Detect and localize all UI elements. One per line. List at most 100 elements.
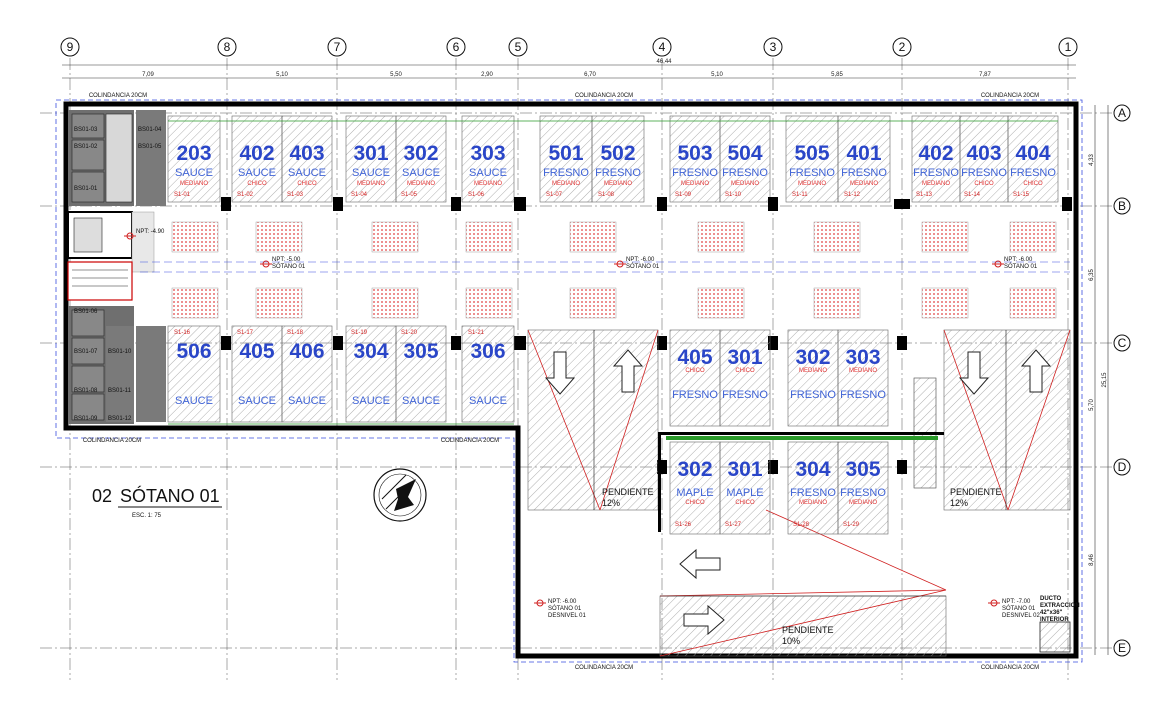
space-size: MEDIANO <box>922 181 950 187</box>
space-number: 401 <box>846 142 881 165</box>
space-name: FRESNO <box>672 389 718 401</box>
space-number: 302 <box>795 346 830 369</box>
dim-h-4: 2,90 <box>481 72 493 78</box>
boundary-label-3: COLINDANCIA 20CM <box>981 93 1039 99</box>
space-size: MEDIANO <box>799 500 827 506</box>
axis-6: 6 <box>446 37 466 680</box>
dim-h-2: 5,10 <box>276 72 288 78</box>
dim-h-6: 5,10 <box>711 72 723 78</box>
extraction-duct: DUCTO EXTRACCION 42"x36" INTERIOR <box>1039 596 1080 653</box>
space-name: SAUCE <box>288 395 326 407</box>
dim-total-h: 46,44 <box>656 59 672 65</box>
space-number: 302 <box>403 142 438 165</box>
space-number: 304 <box>353 340 388 363</box>
space-number: 303 <box>845 346 880 369</box>
space-size: CHICO <box>685 500 705 506</box>
svg-text:SÓTANO 01: SÓTANO 01 <box>548 605 582 612</box>
space-name: SAUCE <box>175 395 213 407</box>
space-name: SAUCE <box>238 167 276 179</box>
space-name: SAUCE <box>402 395 440 407</box>
svg-text:NPT: -6.00: NPT: -6.00 <box>548 599 577 605</box>
arrow-left-icon <box>679 548 721 580</box>
north-arrow-icon <box>373 468 427 522</box>
space-code: S1-02 <box>237 192 254 198</box>
property-boundary: COLINDANCIA 20CM COLINDANCIA 20CM COLIND… <box>55 93 1083 671</box>
svg-text:NPT: -4.90: NPT: -4.90 <box>136 229 165 235</box>
space-code: S1-05 <box>401 192 418 198</box>
space-name: FRESNO <box>543 167 589 179</box>
storage-label: BS01-10 <box>108 349 132 355</box>
space-number: 301 <box>353 142 388 165</box>
level-marker: NPT: -4.90 <box>124 229 165 240</box>
space-size: CHICO <box>974 181 994 187</box>
axis-label-A: A <box>1118 106 1126 120</box>
space-number: 503 <box>677 142 712 165</box>
space-name: FRESNO <box>840 487 886 499</box>
space-code: S1-29 <box>843 522 860 528</box>
space-name: MAPLE <box>676 487 713 499</box>
space-number: 402 <box>918 142 953 165</box>
vertical-dimensions: 4,33 6,35 5,70 8,46 25,15 <box>1089 105 1109 655</box>
space-size: MEDIANO <box>357 181 385 187</box>
storage-label: BS01-06 <box>74 309 98 315</box>
space-number: 506 <box>176 340 211 363</box>
parking-labels-low: 302MAPLECHICOS1-26301MAPLECHICOS1-27304F… <box>675 458 886 528</box>
parking-row-middle <box>167 325 889 427</box>
space-name: SAUCE <box>469 167 507 179</box>
arrow-right-icon <box>683 604 725 636</box>
svg-text:SÓTANO 01: SÓTANO 01 <box>626 263 660 270</box>
space-size: MEDIANO <box>731 181 759 187</box>
axis-label-4: 4 <box>659 40 666 54</box>
space-name: FRESNO <box>722 167 768 179</box>
direction-arrows <box>544 349 1052 636</box>
space-number: 305 <box>845 458 880 481</box>
storage-label: BS01-01 <box>74 186 98 192</box>
space-number: 301 <box>727 346 762 369</box>
space-name: FRESNO <box>790 389 836 401</box>
parking-labels-middle: S1-16506SAUCES1-17405SAUCES1-18406SAUCES… <box>174 330 507 407</box>
storage-label: BS01-04 <box>138 127 162 133</box>
space-code: S1-03 <box>287 192 304 198</box>
space-number: 403 <box>289 142 324 165</box>
space-size: CHICO <box>685 368 705 374</box>
dim-h-1: 7,09 <box>142 72 154 78</box>
column-axes: 9 8 7 6 5 4 3 2 1 <box>60 37 1078 680</box>
space-code: S1-01 <box>174 192 191 198</box>
space-size: MEDIANO <box>799 368 827 374</box>
space-name: SAUCE <box>288 167 326 179</box>
sheet-number: 02 <box>92 486 112 506</box>
space-code: S1-04 <box>351 192 368 198</box>
parking-row-top <box>167 115 1059 203</box>
space-code: S1-20 <box>401 330 418 336</box>
space-size: CHICO <box>1023 181 1043 187</box>
svg-text:SÓTANO 01: SÓTANO 01 <box>272 263 306 270</box>
axis-5: 5 <box>508 37 528 680</box>
space-name: FRESNO <box>595 167 641 179</box>
space-size: MEDIANO <box>407 181 435 187</box>
space-name: SAUCE <box>352 167 390 179</box>
space-number: 402 <box>239 142 274 165</box>
axis-label-3: 3 <box>770 40 777 54</box>
space-number: 301 <box>727 458 762 481</box>
space-code: S1-19 <box>351 330 368 336</box>
space-name: FRESNO <box>1010 167 1056 179</box>
space-number: 304 <box>795 458 830 481</box>
space-code: S1-26 <box>675 522 692 528</box>
space-name: FRESNO <box>913 167 959 179</box>
svg-text:NPT: -6.00: NPT: -6.00 <box>1004 257 1033 263</box>
space-size: MEDIANO <box>849 500 877 506</box>
svg-text:DESNIVEL 01: DESNIVEL 01 <box>548 613 586 619</box>
space-number: 306 <box>470 340 505 363</box>
space-number: 302 <box>677 458 712 481</box>
slope-value: 12% <box>602 498 620 508</box>
horizontal-dimensions: 46,44 7,09 5,10 5,50 2,90 6,70 5,10 5,85… <box>62 59 1076 79</box>
space-number: 405 <box>677 346 712 369</box>
sheet-title: SÓTANO 01 <box>120 485 220 506</box>
space-name: SAUCE <box>469 395 507 407</box>
space-code: S1-16 <box>174 330 191 336</box>
storage-label: BS01-08 <box>74 388 98 394</box>
axis-label-B: B <box>1118 199 1126 213</box>
